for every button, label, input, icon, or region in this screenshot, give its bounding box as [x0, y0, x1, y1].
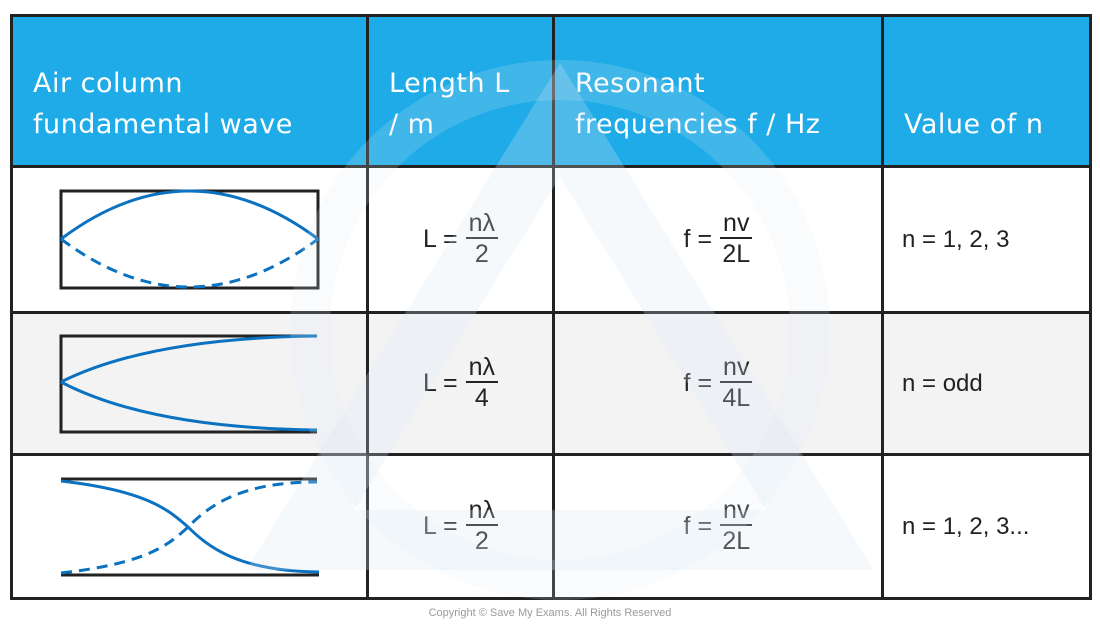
- fraction: nλ 2: [465, 497, 498, 556]
- diagram-cell: [10, 311, 369, 456]
- header-row: Air column fundamental wave Length L / m…: [10, 14, 1092, 168]
- header-frequencies: Resonant frequencies f / Hz: [552, 14, 884, 168]
- table-row: L = nλ 2 f = nv 2L n = 1, 2, 3...: [10, 453, 1092, 600]
- frequency-equation: f = nv 2L: [684, 210, 753, 269]
- pipe-outline: [59, 334, 317, 433]
- length-equation: L = nλ 4: [423, 354, 498, 413]
- n-value-cell: n = 1, 2, 3: [881, 165, 1092, 314]
- header-air-column: Air column fundamental wave: [10, 14, 369, 168]
- header-length: Length L / m: [366, 14, 555, 168]
- header-value-of-n: Value of n: [881, 14, 1092, 168]
- length-formula-cell: L = nλ 2: [366, 165, 555, 314]
- length-formula-cell: L = nλ 4: [366, 311, 555, 456]
- length-formula-cell: L = nλ 2: [366, 453, 555, 600]
- closed-open-pipe-diagram: [59, 334, 317, 433]
- length-equation: L = nλ 2: [423, 497, 498, 556]
- frequency-formula-cell: f = nv 2L: [552, 165, 884, 314]
- wave-upper: [59, 334, 317, 383]
- open-open-pipe-diagram: [59, 189, 319, 289]
- wave-lower: [59, 380, 317, 431]
- wave-dashed: [59, 237, 319, 288]
- resonance-table: Air column fundamental wave Length L / m…: [10, 14, 1092, 600]
- n-value-cell: n = 1, 2, 3...: [881, 453, 1092, 600]
- copyright-notice: Copyright © Save My Exams. All Rights Re…: [428, 607, 672, 619]
- diagram-cell: [10, 453, 369, 600]
- fraction: nv 4L: [720, 354, 753, 413]
- frequency-formula-cell: f = nv 2L: [552, 453, 884, 600]
- fraction: nλ 4: [465, 354, 498, 413]
- n-value-cell: n = odd: [881, 311, 1092, 456]
- frequency-formula-cell: f = nv 4L: [552, 311, 884, 456]
- fraction: nλ 2: [465, 210, 498, 269]
- pipe-outline: [59, 189, 319, 289]
- length-equation: L = nλ 2: [423, 210, 498, 269]
- open-open-crossing-diagram: [60, 477, 319, 576]
- fraction: nv 2L: [720, 210, 753, 269]
- frequency-equation: f = nv 4L: [684, 354, 753, 413]
- wave-solid: [59, 189, 319, 240]
- fraction: nv 2L: [720, 497, 753, 556]
- wave-dashed: [60, 480, 317, 574]
- wave-solid: [60, 479, 319, 573]
- table-row: L = nλ 2 f = nv 2L n = 1, 2, 3: [10, 165, 1092, 314]
- table-row: L = nλ 4 f = nv 4L n = odd: [10, 311, 1092, 456]
- diagram-cell: [10, 165, 369, 314]
- frequency-equation: f = nv 2L: [684, 497, 753, 556]
